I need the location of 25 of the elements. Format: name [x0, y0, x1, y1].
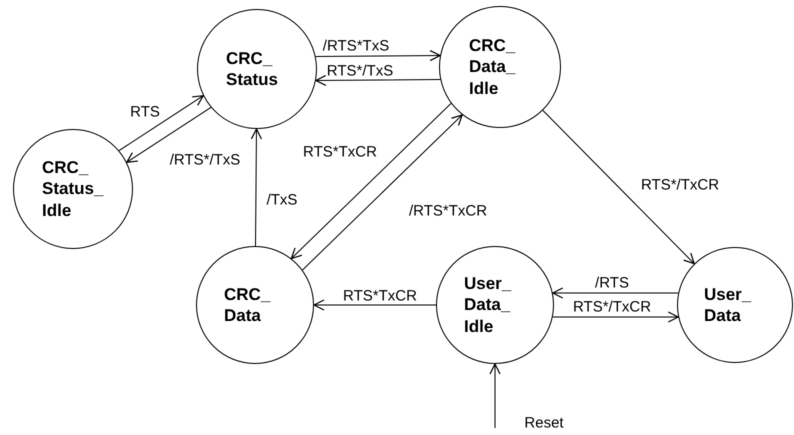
state-name: CRC_ Status: [226, 48, 279, 90]
transition-arrow: [542, 110, 695, 264]
transition-arrow: [315, 50, 441, 62]
state-circle: [197, 9, 317, 129]
transition-arrow: [118, 95, 204, 152]
transition-arrow: [290, 102, 452, 260]
state-circle: [436, 246, 554, 364]
state-circle: [439, 6, 561, 128]
state-name: CRC_ Data_ Idle: [469, 35, 516, 99]
transition-arrow: [552, 287, 679, 299]
transition-arrow: [126, 106, 212, 163]
edge-label: RTS*/TxS: [326, 62, 394, 80]
state-name: User_ Data_ Idle: [464, 273, 512, 337]
state-name: User_ Data: [704, 284, 752, 326]
transition-arrow: [302, 114, 463, 270]
transition-arrow: [250, 128, 262, 246]
transition-arrow: [489, 363, 501, 428]
state-circle: [13, 129, 133, 249]
transition-arrow: [315, 74, 441, 86]
transition-arrow: [313, 299, 436, 311]
state-circle: [677, 247, 793, 363]
state-name: CRC_ Data: [224, 284, 272, 326]
state-name: CRC_ Status_ Idle: [42, 157, 104, 221]
state-circle: [196, 246, 314, 364]
transition-arrow: [552, 311, 679, 323]
